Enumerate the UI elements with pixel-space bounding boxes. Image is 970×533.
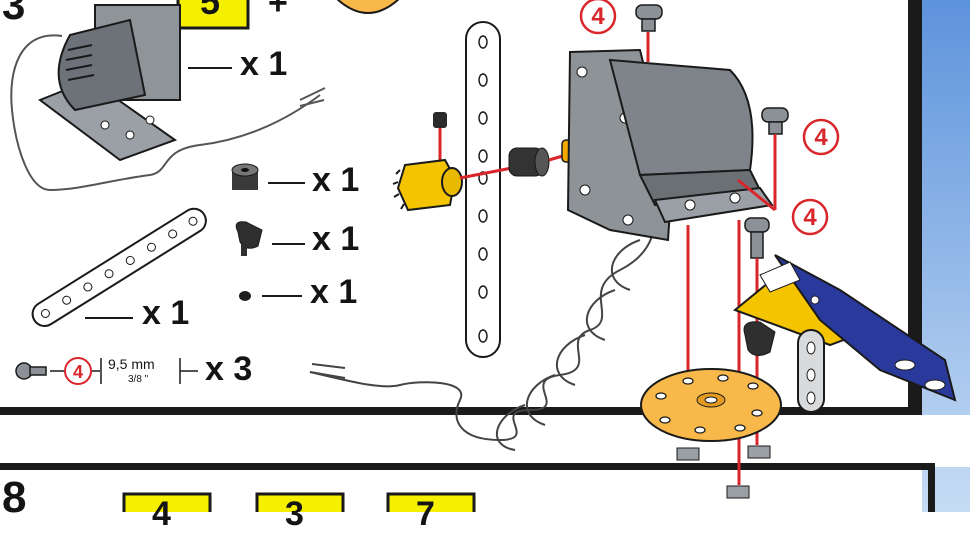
instruction-page: 4 4 4 4 3 5 + x 1 x 1 x 1 x 1 x 1 x 3 9,… [0, 0, 970, 512]
nut-quantity: x 1 [310, 275, 357, 309]
panel-border-bottom [0, 407, 922, 415]
bracket-hole [126, 131, 134, 139]
wire-ends [300, 88, 325, 106]
bracket-hole [101, 121, 109, 129]
coil-wire-ends [310, 364, 345, 378]
step-number: 3 [2, 0, 25, 26]
screw-ref-number: 4 [73, 362, 83, 382]
callout-number: 4 [803, 204, 817, 231]
vertical-strip [466, 22, 500, 357]
set-screw [433, 112, 447, 128]
gap-area [0, 415, 970, 467]
strip-quantity: x 1 [142, 296, 189, 330]
spacer-quantity: x 1 [312, 163, 359, 197]
top-screw [636, 5, 662, 31]
disc-nut [748, 446, 770, 458]
step-badge-digit: 5 [200, 0, 220, 20]
nut-part [239, 291, 251, 301]
clip-quantity: x 1 [312, 222, 359, 256]
step8-badge-digit: 3 [285, 497, 304, 531]
screw-length-mm: 9,5 mm [108, 356, 155, 372]
screw-quantity: x 3 [205, 352, 252, 386]
motor-body [59, 20, 145, 110]
right-screw [762, 108, 788, 134]
assembly-clip [744, 322, 775, 356]
step8-badge-digit: 7 [416, 497, 435, 531]
assembly-drawing: 4 4 4 4 [0, 0, 970, 512]
disc-nut [727, 486, 749, 498]
plus-sign: + [268, 0, 288, 20]
clip-part [236, 222, 262, 249]
screw-part [16, 363, 46, 379]
callout-number: 4 [814, 124, 828, 151]
screw-length-in: 3/8 " [128, 374, 148, 385]
motor-quantity: x 1 [240, 47, 287, 81]
panel2-border-right [928, 463, 935, 512]
bracket-hole [146, 116, 154, 124]
step8-badge-digit: 4 [152, 497, 171, 531]
panel2-border-top [0, 463, 935, 470]
step-number: 8 [2, 476, 26, 520]
lower-screw [745, 218, 769, 258]
disc-nut [677, 448, 699, 460]
callout-number: 4 [591, 3, 605, 30]
disc-partial [336, 0, 400, 13]
